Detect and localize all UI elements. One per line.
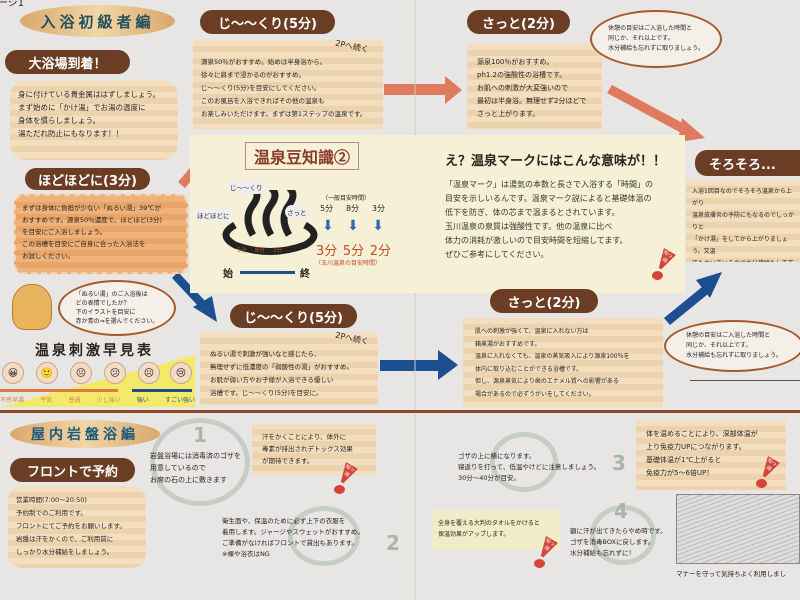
quick1-text: 源泉100％がおすすめ。 ph1.2の強酸性の浴槽です。 お肌への刺激が大変強い…: [467, 44, 602, 130]
step-1-circle: [150, 418, 250, 506]
manner-caption: マナーを守って気持ちよく利用しまし: [676, 570, 787, 578]
slow1-header: じ〜〜くり(5分): [200, 10, 335, 34]
step-1-number: 1: [193, 423, 207, 447]
end-label: 終: [300, 269, 310, 280]
scale-label: すごい強い: [164, 397, 195, 404]
face-icon: 😐: [70, 362, 92, 384]
chart-title: 温泉刺激早見表: [35, 343, 154, 359]
bath-times: 5分 8分 3分: [237, 245, 282, 254]
front-text: 営業時間(7:00〜20:50) 予約制でのご利用です。 フロントにてご予約をお…: [8, 486, 146, 568]
moderate-header: ほどほどに(3分): [25, 168, 150, 190]
mark-text: 「温泉マーク」は湯気の本数と長さで入浴する「時間」の 目安を示しいるんです。温泉…: [445, 180, 653, 259]
general-time: 3分: [371, 204, 385, 213]
red-scale-line: [0, 389, 118, 392]
scale-labels: 不感早湯 平気 普通 少し強い 強い すごい強い: [0, 395, 195, 404]
beginner-title: 入浴初級者編: [20, 5, 175, 37]
tip-badge-icon: 知っ得: [334, 464, 356, 494]
moderate-text: まずは身体に負担が少ない「ぬるい湯」39℃が おすすめです。源泉50％濃度で、ほ…: [14, 194, 188, 274]
tip-1: 汗をかくことにより、体外に 毒素が排出されデトックス効果 が期待できます。: [252, 423, 376, 475]
trivia-panel: [190, 135, 685, 293]
bedrock-room-illustration: [676, 494, 800, 564]
trivia-title: 温泉豆知識②: [245, 142, 360, 170]
face-icon: 😀: [2, 362, 24, 384]
scale-label: 不感早湯: [0, 397, 25, 404]
quick2-bubble: 休憩の目安はご入浴した時間と 同じか、それ以上です。 水分補給も忘れずに取りまし…: [664, 320, 800, 372]
slow2-header: じ〜〜くり(5分): [230, 304, 357, 328]
tip-badge-icon: 知っ得: [652, 250, 674, 280]
bath-time: 5分: [237, 247, 247, 254]
quick2-text: 肌への刺激が強くて、温泉に入れない方は 箱蒸湯がおすすめです。 温泉に入れなくて…: [463, 318, 663, 408]
steam-label: ほどほどに: [195, 208, 232, 222]
step-4-text: 額に汗が出てきたらやめ時です。 ゴザを消毒BOXに戻します。 水分補給も忘れずに…: [570, 527, 667, 557]
blue-arrow-up: [664, 272, 722, 325]
tip-badge-icon: 知っ得: [756, 458, 778, 488]
tamagawa-label: （玉川温泉の目安時間）: [315, 260, 382, 267]
front-header: フロントで予約: [10, 458, 135, 482]
general-times: 5分 8分 3分: [320, 203, 385, 214]
step-3-circle: [490, 432, 558, 492]
step-3-number: 3: [612, 451, 626, 475]
bath-time: 3分: [272, 247, 283, 254]
soon-text: 入浴1回目なのでそろそろ温泉から上がり 温泉皮膚炎の予防にもなるのでしっかりと …: [686, 180, 800, 262]
scale-label: 少し強い: [96, 397, 121, 404]
flow-arrow-icon: [240, 271, 295, 274]
tamagawa-time: 3分: [316, 244, 338, 259]
face-icon: 🙂: [36, 362, 58, 384]
step-2-number: 2: [386, 531, 400, 555]
scale-label: 強い: [136, 397, 149, 404]
step-2-text: 衛生面や、保温のために必ず上下の衣服を 着用します。ジャージやスウェットがおすす…: [222, 517, 364, 558]
face-icon: 😕: [104, 362, 126, 384]
steam-label: さっと: [285, 205, 309, 219]
blue-arrow-down: [172, 272, 217, 322]
bathers-illustration: [690, 380, 800, 406]
step-3-text: ゴザの上に横になります。 寝返りを打って、低温やけどに注意しましょう。 30分〜…: [458, 452, 600, 482]
scale-label: 普通: [68, 397, 81, 404]
arrival-header: 大浴場到着！: [5, 50, 130, 74]
slow2-text: ぬるい湯で刺激が強いなと感じたら、 無理せずに低濃度の「弱酸性の湯」がおすすめ。…: [200, 332, 378, 406]
step-4-circle: [590, 505, 656, 565]
quick1-header: さっと(2分): [467, 10, 570, 34]
tip-3: 体を温めることにより、深部体温が 上り免疫力UPにつながります。 基礎体温が1℃…: [636, 420, 786, 490]
tamagawa-times: 3分 5分 2分: [316, 240, 391, 259]
quick2-header: さっと(2分): [490, 289, 598, 313]
scale-label: 平気: [40, 397, 53, 404]
arrival-text: 身に付けている貴金属ははずしましょう。 まず始めに「かけ湯」でお湯の温度に 身体…: [10, 80, 178, 160]
soon-header: そろそろ...: [695, 150, 800, 176]
step-4-number: 4: [614, 499, 628, 523]
general-time: 8分: [345, 204, 360, 213]
mark-title: え？温泉マークにはこんな意味が！！: [445, 154, 667, 169]
salmon-arrow-right: [384, 76, 462, 104]
general-time: 5分: [320, 204, 334, 213]
start-label: 始: [223, 269, 233, 280]
face-icon: ☹: [138, 362, 160, 384]
onsen-mark-icon: [222, 190, 318, 255]
salmon-arrow-down: [607, 85, 705, 142]
bath-time: 8分: [254, 247, 265, 254]
face-icon: 😢: [170, 362, 192, 384]
tip-2: 全身を覆える大判のタオルをかけると 保温効果がアップします。: [432, 510, 560, 550]
tamagawa-time: 5分: [342, 244, 365, 259]
steam-label: じ〜〜くり: [228, 180, 265, 194]
page-label: ページ1: [0, 0, 25, 9]
step-1-text: 岩盤浴場には消毒済のゴザを 用意しているので お席の石の上に敷きます: [150, 452, 241, 484]
tip-badge-icon: 知っ得: [534, 538, 556, 568]
tamagawa-time: 2分: [369, 244, 391, 259]
dog-bubble: 「ぬるい湯」のご入浴後は どの表情でしたか？ 下のイラストを目安に 赤か青の⇒を…: [58, 280, 176, 336]
blue-arrow-right: [380, 350, 458, 380]
down-arrows-icon: ⬇⬇⬇: [322, 218, 384, 234]
dog-illustration: [12, 284, 52, 330]
quick1-bubble: 休憩の目安はご入浴した時間と 同じか、それ以上です。 水分補給も忘れずに取りまし…: [590, 10, 722, 68]
step-2-circle: [288, 506, 360, 566]
bedrock-title: 屋内岩盤浴編: [10, 420, 160, 448]
slow1-text: 源泉50％がおすすめ。始めは半身浴から。 徐々に肩まで浸かるのがおすすめ。 じ〜…: [193, 40, 383, 130]
blue-scale-line: [132, 389, 192, 392]
general-label: （一般目安時間）: [322, 195, 371, 202]
